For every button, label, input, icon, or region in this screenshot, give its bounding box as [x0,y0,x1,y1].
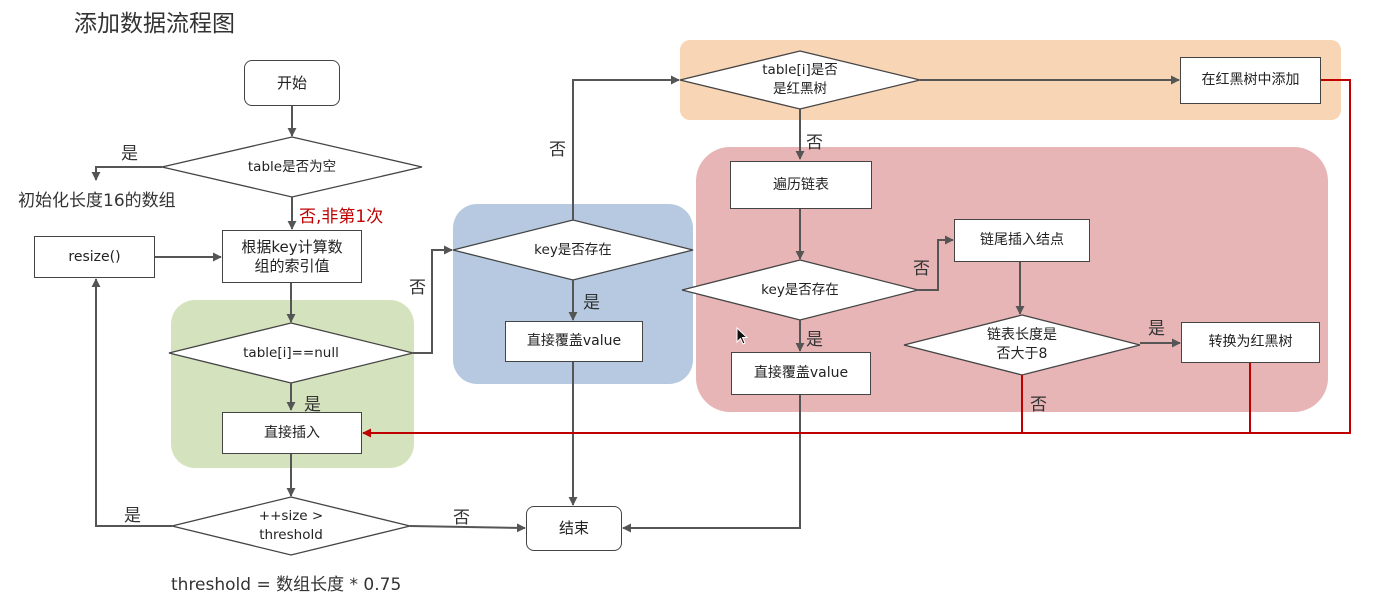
mouse-cursor-icon [736,327,748,345]
resize-node: resize() [34,236,155,278]
length-yes-label: 是 [1148,319,1165,339]
start-node: 开始 [244,60,340,106]
size-yes-label: 是 [124,506,141,526]
diamond-size-threshold [171,496,411,556]
add-to-tree-node: 在红黑树中添加 [1180,57,1321,104]
convert-to-tree-node: 转换为红黑树 [1181,322,1320,363]
null-yes-label: 是 [304,395,321,415]
key2-no-label: 否 [913,259,930,279]
init-array-label: 初始化长度16的数组 [18,191,176,211]
threshold-note: threshold = 数组长度 * 0.75 [171,575,402,595]
size-no-label: 否 [453,508,470,528]
overwrite-value-node-1: 直接覆盖value [505,321,643,362]
null-no-label: 否 [409,278,426,298]
key-exists-label-1: key是否存在 [534,241,612,258]
key1-no-label: 否 [549,140,566,160]
size-threshold-label: ++size > threshold [258,508,324,543]
key-exists-label-2: key是否存在 [761,281,839,298]
empty-yes-label: 是 [121,144,138,164]
length-no-label: 否 [1030,395,1047,415]
empty-no-label: 否,非第1次 [299,207,384,227]
bucket-null-label: table[i]==null [243,344,339,361]
append-tail-node: 链尾插入结点 [954,219,1090,262]
traverse-list-node: 遍历链表 [730,161,872,209]
overwrite-value-node-2: 直接覆盖value [731,352,871,395]
is-tree-label: table[i]是否 是红黑树 [762,62,838,97]
key2-yes-label: 是 [806,330,823,350]
end-node: 结束 [526,506,622,551]
table-empty-label: table是否为空 [247,158,337,175]
calc-index-node: 根据key计算数 组的索引值 [222,230,362,283]
insert-direct-node: 直接插入 [222,412,362,454]
diagram-title: 添加数据流程图 [74,11,235,37]
list-length-label: 链表长度是 否大于8 [987,327,1057,362]
tree-no-label: 否 [806,133,823,153]
key1-yes-label: 是 [583,293,600,313]
